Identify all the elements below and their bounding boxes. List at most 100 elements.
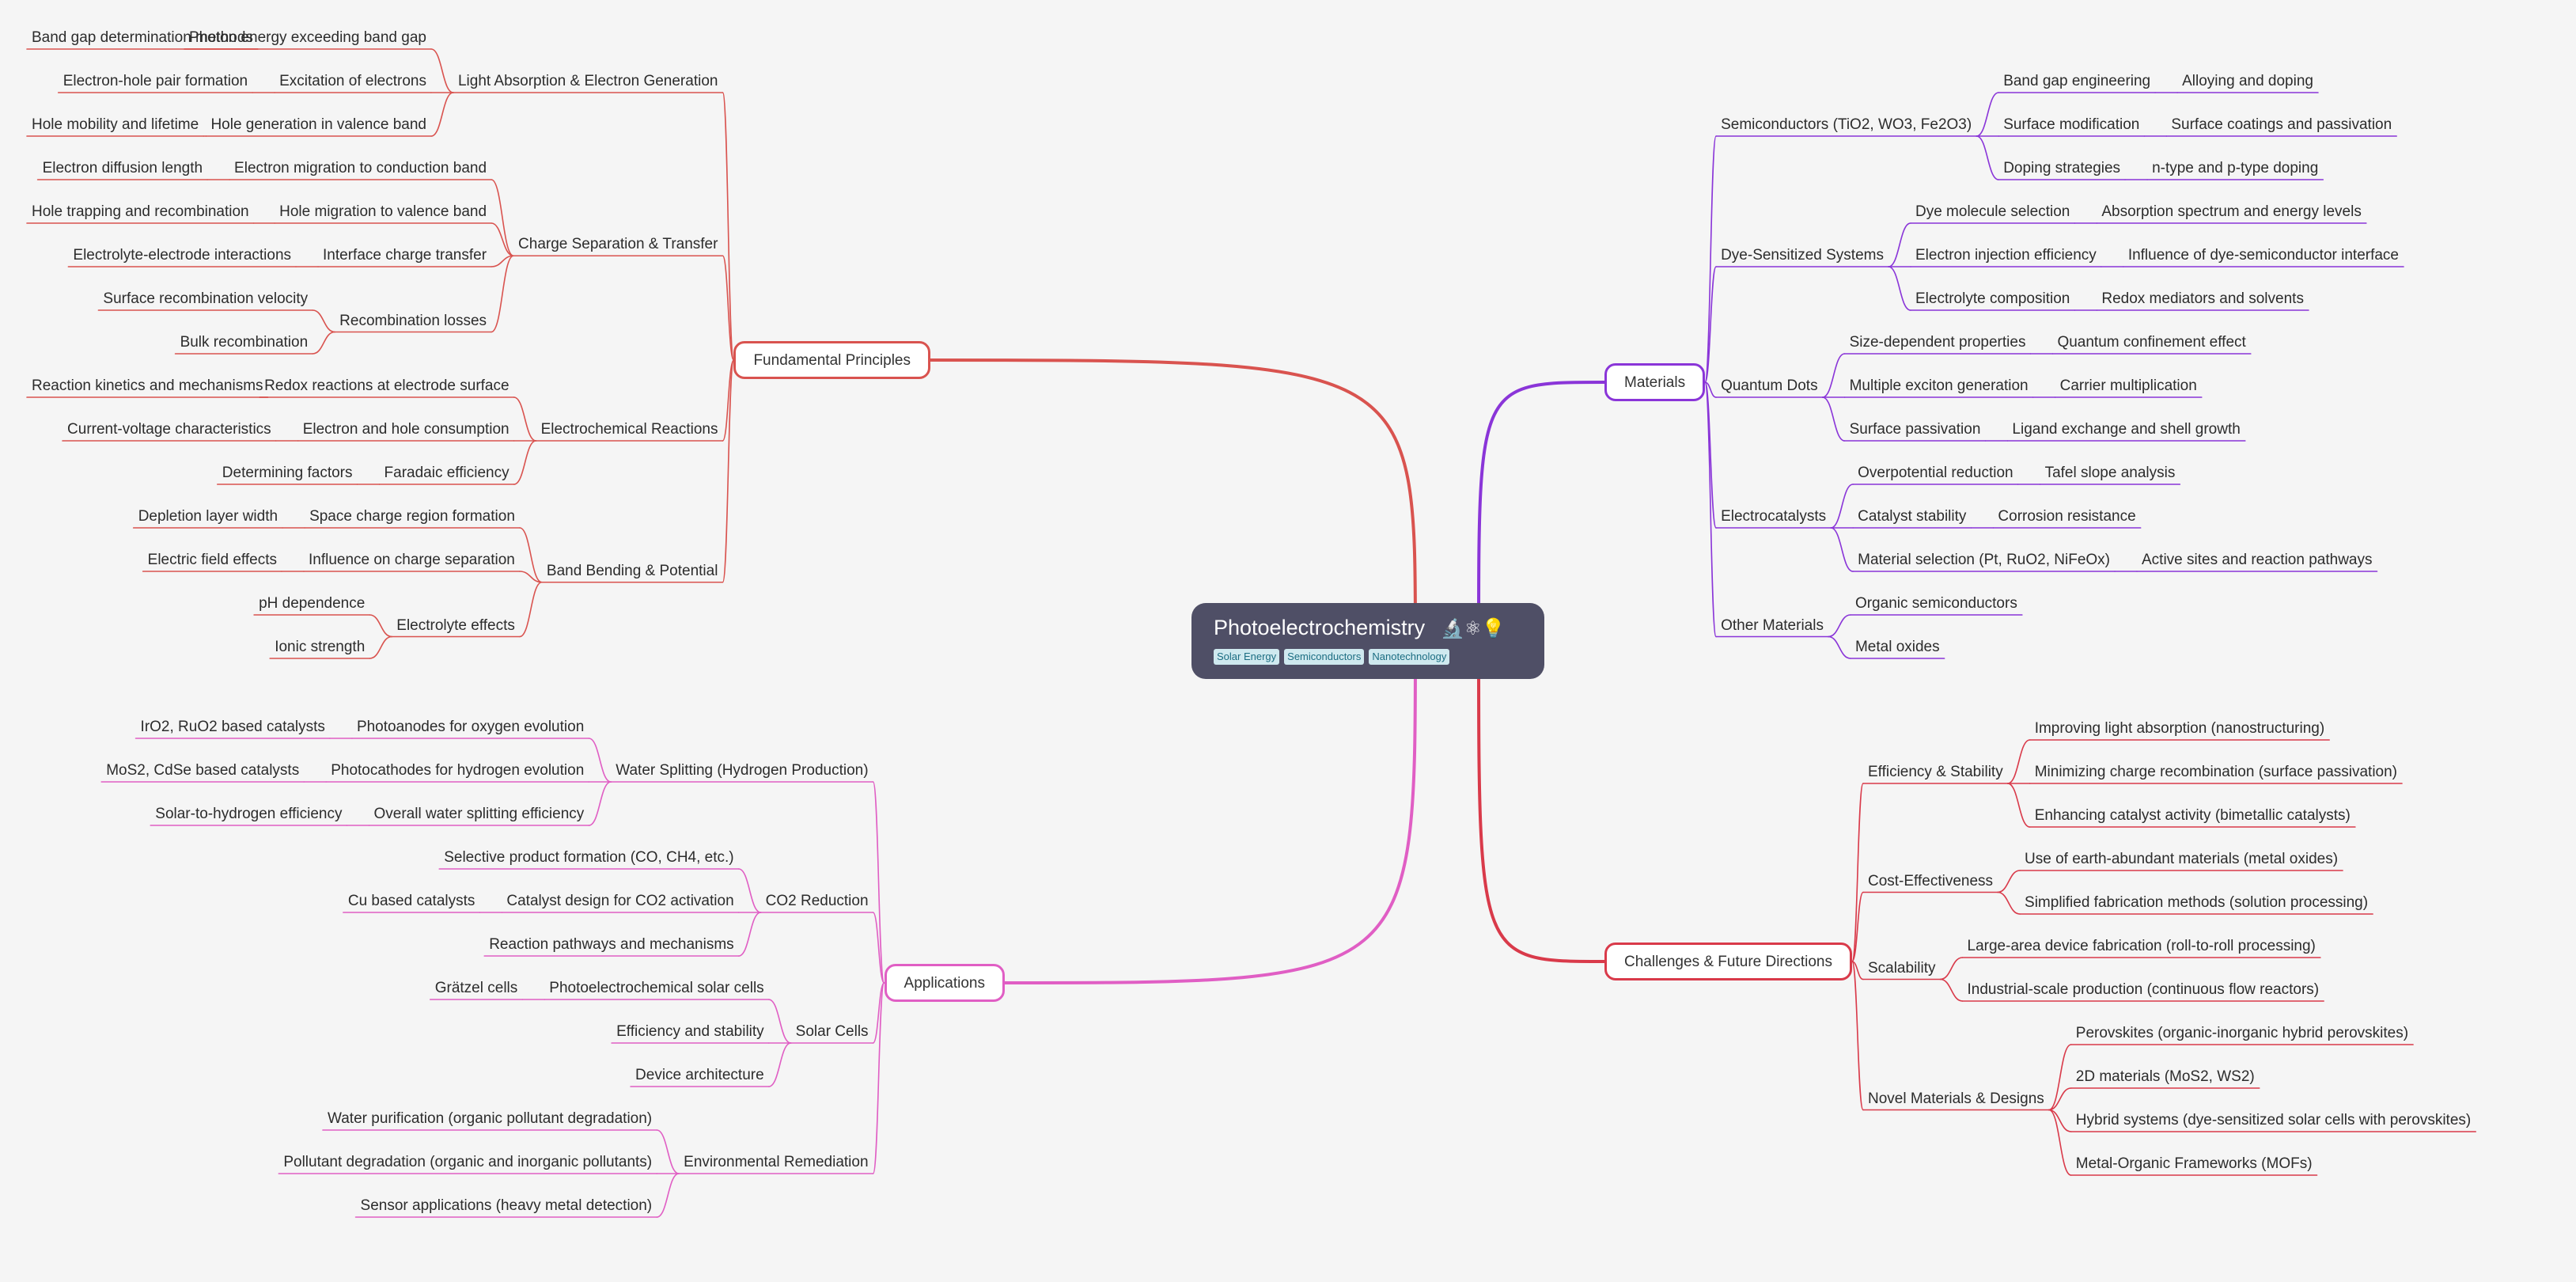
node-band-bending-potential[interactable]: Band Bending & Potential bbox=[546, 562, 718, 579]
node-surface-coatings-and-passivation[interactable]: Surface coatings and passivation bbox=[2171, 116, 2392, 133]
node-metal-oxides[interactable]: Metal oxides bbox=[1854, 639, 1940, 655]
node-mos2-cdse-based-catalysts[interactable]: MoS2, CdSe based catalysts bbox=[106, 762, 300, 779]
node-catalyst-stability[interactable]: Catalyst stability bbox=[1858, 508, 1967, 525]
node-electron-and-hole-consumption[interactable]: Electron and hole consumption bbox=[302, 421, 510, 438]
node-scalability[interactable]: Scalability bbox=[1867, 959, 1936, 977]
node-electrochemical-reactions[interactable]: Electrochemical Reactions bbox=[540, 421, 718, 438]
node-industrial-scale-production-continuous-flow-reactors[interactable]: Industrial-scale production (continuous … bbox=[1967, 981, 2320, 998]
node-band-gap-determination-methods[interactable]: Band gap determination methods bbox=[32, 29, 253, 46]
node-band-gap-engineering[interactable]: Band gap engineering bbox=[2003, 73, 2151, 89]
node-solar-to-hydrogen-efficiency[interactable]: Solar-to-hydrogen efficiency bbox=[155, 806, 343, 822]
node-influence-of-dye-semiconductor-interface[interactable]: Influence of dye-semiconductor interface bbox=[2127, 247, 2399, 264]
node-iro2-ruo2-based-catalysts[interactable]: IrO2, RuO2 based catalysts bbox=[140, 719, 325, 735]
node-cost-effectiveness[interactable]: Cost-Effectiveness bbox=[1867, 872, 1994, 889]
node-surface-passivation[interactable]: Surface passivation bbox=[1849, 421, 1981, 438]
node-improving-light-absorption-nanostructuring[interactable]: Improving light absorption (nanostructur… bbox=[2034, 720, 2325, 737]
node-electrocatalysts[interactable]: Electrocatalysts bbox=[1721, 508, 1827, 525]
node-semiconductors-tio2-wo3-fe2o3[interactable]: Semiconductors (TiO2, WO3, Fe2O3) bbox=[1721, 116, 1972, 133]
node-hole-migration-to-valence-band[interactable]: Hole migration to valence band bbox=[279, 203, 487, 220]
node-reaction-pathways-and-mechanisms[interactable]: Reaction pathways and mechanisms bbox=[489, 936, 734, 953]
node-cu-based-catalysts[interactable]: Cu based catalysts bbox=[347, 893, 475, 909]
node-environmental-remediation[interactable]: Environmental Remediation bbox=[684, 1154, 869, 1170]
node-photocathodes-for-hydrogen-evolution[interactable]: Photocathodes for hydrogen evolution bbox=[331, 762, 585, 779]
node-metal-organic-frameworks-mofs[interactable]: Metal-Organic Frameworks (MOFs) bbox=[2075, 1155, 2313, 1172]
node-electric-field-effects[interactable]: Electric field effects bbox=[147, 552, 277, 568]
node-multiple-exciton-generation[interactable]: Multiple exciton generation bbox=[1849, 377, 2029, 394]
node-photoanodes-for-oxygen-evolution[interactable]: Photoanodes for oxygen evolution bbox=[356, 719, 585, 735]
node-2d-materials-mos2-ws2[interactable]: 2D materials (MoS2, WS2) bbox=[2075, 1068, 2255, 1085]
node-determining-factors[interactable]: Determining factors bbox=[222, 465, 353, 481]
node-depletion-layer-width[interactable]: Depletion layer width bbox=[138, 508, 278, 525]
node-catalyst-design-for-co2-activation[interactable]: Catalyst design for CO2 activation bbox=[506, 893, 734, 909]
node-simplified-fabrication-methods-solution-processing[interactable]: Simplified fabrication methods (solution… bbox=[2025, 894, 2369, 911]
node-electrolyte-electrode-interactions[interactable]: Electrolyte-electrode interactions bbox=[73, 247, 292, 264]
node-material-selection-pt-ruo2-nifeox[interactable]: Material selection (Pt, RuO2, NiFeOx) bbox=[1858, 552, 2110, 568]
node-electron-injection-efficiency[interactable]: Electron injection efficiency bbox=[1915, 247, 2097, 264]
node-solar-cells[interactable]: Solar Cells bbox=[795, 1023, 869, 1040]
node-co2-reduction[interactable]: CO2 Reduction bbox=[765, 893, 869, 909]
node-water-splitting-hydrogen-production[interactable]: Water Splitting (Hydrogen Production) bbox=[616, 762, 869, 779]
node-hole-generation-in-valence-band[interactable]: Hole generation in valence band bbox=[210, 116, 426, 133]
node-photon-energy-exceeding-band-gap[interactable]: Photon energy exceeding band gap bbox=[188, 29, 426, 46]
node-excitation-of-electrons[interactable]: Excitation of electrons bbox=[279, 73, 426, 89]
node-water-purification-organic-pollutant-degradation[interactable]: Water purification (organic pollutant de… bbox=[328, 1110, 653, 1127]
node-large-area-device-fabrication-roll-to-roll-processing[interactable]: Large-area device fabrication (roll-to-r… bbox=[1967, 938, 2316, 954]
node-surface-recombination-velocity[interactable]: Surface recombination velocity bbox=[103, 290, 309, 307]
node-overpotential-reduction[interactable]: Overpotential reduction bbox=[1858, 465, 2013, 481]
node-use-of-earth-abundant-materials-metal-oxides[interactable]: Use of earth-abundant materials (metal o… bbox=[2025, 851, 2339, 867]
node-efficiency-stability[interactable]: Efficiency & Stability bbox=[1867, 764, 2003, 780]
node-perovskites-organic-inorganic-hybrid-perovskites[interactable]: Perovskites (organic-inorganic hybrid pe… bbox=[2075, 1025, 2409, 1041]
node-dye-molecule-selection[interactable]: Dye molecule selection bbox=[1915, 203, 2070, 220]
node-surface-modification[interactable]: Surface modification bbox=[2003, 116, 2140, 133]
node-hole-mobility-and-lifetime[interactable]: Hole mobility and lifetime bbox=[32, 116, 199, 133]
node-recombination-losses[interactable]: Recombination losses bbox=[339, 312, 487, 329]
node-ligand-exchange-and-shell-growth[interactable]: Ligand exchange and shell growth bbox=[2012, 421, 2241, 438]
node-electron-hole-pair-formation[interactable]: Electron-hole pair formation bbox=[63, 73, 248, 89]
node-overall-water-splitting-efficiency[interactable]: Overall water splitting efficiency bbox=[373, 806, 585, 822]
node-active-sites-and-reaction-pathways[interactable]: Active sites and reaction pathways bbox=[2142, 552, 2373, 568]
node-enhancing-catalyst-activity-bimetallic-catalysts[interactable]: Enhancing catalyst activity (bimetallic … bbox=[2034, 807, 2351, 824]
node-absorption-spectrum-and-energy-levels[interactable]: Absorption spectrum and energy levels bbox=[2101, 203, 2362, 220]
node-device-architecture[interactable]: Device architecture bbox=[635, 1067, 764, 1083]
node-influence-on-charge-separation[interactable]: Influence on charge separation bbox=[308, 552, 515, 568]
node-interface-charge-transfer[interactable]: Interface charge transfer bbox=[323, 247, 487, 264]
node-efficiency-and-stability[interactable]: Efficiency and stability bbox=[616, 1023, 764, 1040]
node-reaction-kinetics-and-mechanisms[interactable]: Reaction kinetics and mechanisms bbox=[32, 377, 263, 394]
node-selective-product-formation-co-ch4-etc[interactable]: Selective product formation (CO, CH4, et… bbox=[444, 849, 734, 866]
node-dye-sensitized-systems[interactable]: Dye-Sensitized Systems bbox=[1721, 247, 1884, 264]
node-alloying-and-doping[interactable]: Alloying and doping bbox=[2182, 73, 2313, 89]
node-n-type-and-p-type-doping[interactable]: n-type and p-type doping bbox=[2152, 160, 2319, 176]
node-size-dependent-properties[interactable]: Size-dependent properties bbox=[1849, 334, 2026, 351]
node-electron-diffusion-length[interactable]: Electron diffusion length bbox=[42, 160, 203, 176]
node-photoelectrochemical-solar-cells[interactable]: Photoelectrochemical solar cells bbox=[549, 980, 764, 996]
node-faradaic-efficiency[interactable]: Faradaic efficiency bbox=[384, 465, 510, 481]
branch-node-challenges[interactable]: Challenges & Future Directions bbox=[1604, 943, 1852, 980]
node-electrolyte-effects[interactable]: Electrolyte effects bbox=[396, 616, 515, 634]
node-electron-migration-to-conduction-band[interactable]: Electron migration to conduction band bbox=[234, 160, 487, 176]
node-redox-mediators-and-solvents[interactable]: Redox mediators and solvents bbox=[2101, 290, 2304, 307]
branch-node-applications[interactable]: Applications bbox=[884, 964, 1005, 1002]
node-other-materials[interactable]: Other Materials bbox=[1721, 616, 1824, 634]
node-redox-reactions-at-electrode-surface[interactable]: Redox reactions at electrode surface bbox=[264, 377, 510, 394]
node-space-charge-region-formation[interactable]: Space charge region formation bbox=[309, 508, 515, 525]
node-organic-semiconductors[interactable]: Organic semiconductors bbox=[1854, 595, 2017, 612]
node-hybrid-systems-dye-sensitized-solar-cells-with-perovskites[interactable]: Hybrid systems (dye-sensitized solar cel… bbox=[2075, 1112, 2472, 1128]
node-ionic-strength[interactable]: Ionic strength bbox=[275, 639, 366, 655]
node-corrosion-resistance[interactable]: Corrosion resistance bbox=[1998, 508, 2136, 525]
node-charge-separation-transfer[interactable]: Charge Separation & Transfer bbox=[518, 236, 718, 253]
branch-node-fundamental[interactable]: Fundamental Principles bbox=[733, 341, 930, 379]
branch-node-materials[interactable]: Materials bbox=[1604, 363, 1706, 401]
node-electrolyte-composition[interactable]: Electrolyte composition bbox=[1915, 290, 2070, 307]
node-current-voltage-characteristics[interactable]: Current-voltage characteristics bbox=[67, 421, 271, 438]
node-light-absorption-electron-generation[interactable]: Light Absorption & Electron Generation bbox=[457, 73, 718, 89]
node-novel-materials-designs[interactable]: Novel Materials & Designs bbox=[1867, 1090, 2044, 1107]
node-quantum-dots[interactable]: Quantum Dots bbox=[1721, 377, 1818, 394]
node-ph-dependence[interactable]: pH dependence bbox=[259, 595, 366, 612]
node-bulk-recombination[interactable]: Bulk recombination bbox=[180, 334, 309, 351]
node-sensor-applications-heavy-metal-detection[interactable]: Sensor applications (heavy metal detecti… bbox=[360, 1197, 653, 1214]
node-minimizing-charge-recombination-surface-passivation[interactable]: Minimizing charge recombination (surface… bbox=[2034, 764, 2398, 780]
node-carrier-multiplication[interactable]: Carrier multiplication bbox=[2059, 377, 2197, 394]
node-doping-strategies[interactable]: Doping strategies bbox=[2003, 160, 2121, 176]
node-hole-trapping-and-recombination[interactable]: Hole trapping and recombination bbox=[32, 203, 249, 220]
